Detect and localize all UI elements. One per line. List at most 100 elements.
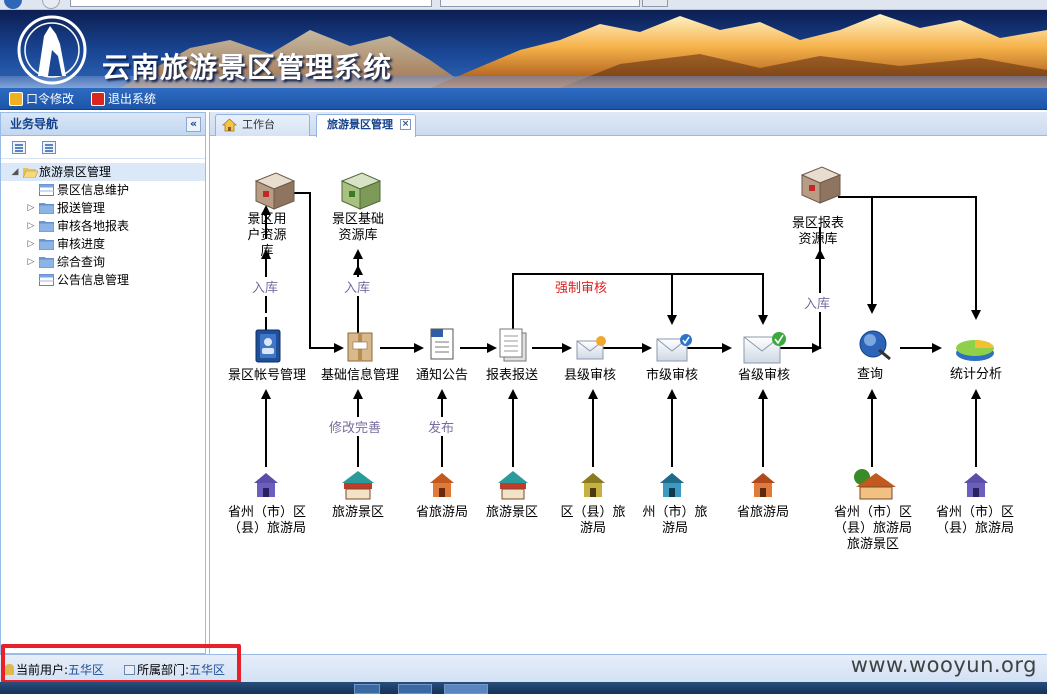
actor-bureau-1: 省州（市）区（县）旅游局 <box>227 505 306 536</box>
report-db-label: 景区报表资源库 <box>792 216 845 247</box>
actor-county-bureau: 区（县）旅游局 <box>560 505 626 536</box>
tab-label: 工作台 <box>242 118 275 131</box>
browser-forward-icon[interactable] <box>42 0 60 9</box>
base-db-label: 景区基础资源库 <box>332 212 385 243</box>
status-bar: 当前用户:五华区 所属部门:五华区 <box>0 644 1047 684</box>
package-icon <box>347 332 373 362</box>
step-report-submit[interactable]: 报表报送 <box>485 368 538 383</box>
report-stack-icon <box>499 328 527 362</box>
step-province-audit[interactable]: 省级审核 <box>737 368 790 383</box>
close-tab-icon[interactable]: × <box>400 119 411 130</box>
department-label: 所属部门: <box>137 663 190 677</box>
grid-page-icon <box>39 274 54 286</box>
department-value: 五华区 <box>189 663 226 677</box>
home-icon <box>222 118 237 132</box>
tab-scenic-management[interactable]: 旅游景区管理 × <box>316 114 416 137</box>
envelope-county-icon <box>576 336 606 360</box>
browser-back-icon[interactable] <box>4 0 22 9</box>
current-user-label: 当前用户: <box>16 663 69 677</box>
browser-tab[interactable] <box>440 0 640 7</box>
browser-new-tab[interactable] <box>642 0 668 7</box>
main-content: 工作台 旅游景区管理 × <box>209 112 1047 654</box>
taskbar-button-active[interactable] <box>444 684 488 694</box>
tab-workbench[interactable]: 工作台 <box>215 114 310 136</box>
edge-label-store-base: 入库 <box>344 277 371 296</box>
user-db-box-icon <box>254 172 296 210</box>
document-icon <box>430 328 454 360</box>
taskbar-button[interactable] <box>398 684 432 694</box>
user-db-label: 景区用户资源库 <box>247 212 287 259</box>
expanded-arrow-icon[interactable]: ◢ <box>11 167 19 177</box>
edge-label-publish: 发布 <box>428 417 455 436</box>
folder-icon <box>39 257 54 268</box>
step-city-audit[interactable]: 市级审核 <box>645 368 698 383</box>
sidebar: 业务导航 « ◢ 旅游景区管理 景区信息维护 ▷ 报送管理 ▷ 审核各地报表 ▷ <box>0 112 206 654</box>
actor-bureau-scenic: 省州（市）区（县）旅游局旅游景区 <box>833 505 912 552</box>
actor-scenic-1: 旅游景区 <box>331 505 384 520</box>
collapsed-arrow-icon[interactable]: ▷ <box>27 239 35 249</box>
tree-item-label: 旅游景区管理 <box>39 165 112 179</box>
header-banner: 云南旅游景区管理系统 <box>0 10 1047 88</box>
collapse-all-icon[interactable] <box>42 141 56 154</box>
taskbar-button[interactable] <box>354 684 380 694</box>
edge-label-store-report: 入库 <box>804 293 831 312</box>
step-county-audit[interactable]: 县级审核 <box>563 368 616 383</box>
expand-all-icon[interactable] <box>12 141 26 154</box>
actor-city-bureau: 州（市）旅游局 <box>642 505 708 536</box>
workflow-diagram: 景区用户资源库 景区基础资源库 景区报表资源库 入库 入库 入库 强制审核 修改… <box>210 137 1047 654</box>
menu-bar: 口令修改 退出系统 <box>0 88 1047 110</box>
edge-label-store-user: 入库 <box>252 277 279 296</box>
logout-button[interactable]: 退出系统 <box>91 91 156 107</box>
tab-label: 旅游景区管理 <box>327 118 393 131</box>
yunnan-emblem-icon <box>17 15 87 85</box>
tree-item-label: 景区信息维护 <box>57 183 130 197</box>
tab-bar: 工作台 旅游景区管理 × <box>210 112 1047 137</box>
workflow-canvas <box>254 166 994 500</box>
actor-province-1: 省旅游局 <box>415 505 468 520</box>
watermark: www.wooyun.org <box>850 653 1037 677</box>
envelope-province-icon <box>743 332 786 364</box>
tree-toolbar <box>1 136 205 159</box>
edge-label-refine: 修改完善 <box>329 417 382 436</box>
report-db-box-icon <box>800 166 842 204</box>
actor-scenic-2: 旅游景区 <box>485 505 538 520</box>
current-user-value: 五华区 <box>68 663 105 677</box>
folder-icon <box>39 221 54 232</box>
department: 所属部门:五华区 <box>124 663 225 677</box>
step-base-info-management[interactable]: 基础信息管理 <box>320 368 399 383</box>
tree-item-label: 审核各地报表 <box>57 219 130 233</box>
collapsed-arrow-icon[interactable]: ▷ <box>27 221 35 231</box>
folder-icon <box>39 203 54 214</box>
tree-item-scenic-management[interactable]: ◢ 旅游景区管理 <box>1 163 205 181</box>
actor-province-2: 省旅游局 <box>736 505 789 520</box>
actor-house-icons <box>254 469 988 500</box>
folder-open-icon <box>23 168 38 178</box>
step-query[interactable]: 查询 <box>856 367 883 382</box>
pie-chart-icon <box>956 340 994 361</box>
actor-bureau-2: 省州（市）区（县）旅游局 <box>935 505 1014 536</box>
key-icon <box>9 92 23 106</box>
collapse-sidebar-button[interactable]: « <box>186 117 201 132</box>
collapsed-arrow-icon[interactable]: ▷ <box>27 203 35 213</box>
envelope-city-icon <box>656 334 692 362</box>
browser-chrome-strip <box>0 0 1047 10</box>
collapsed-arrow-icon[interactable]: ▷ <box>27 257 35 267</box>
department-icon <box>124 665 135 675</box>
current-user: 当前用户:五华区 <box>5 663 104 677</box>
step-statistics[interactable]: 统计分析 <box>949 367 1002 382</box>
step-notice[interactable]: 通知公告 <box>415 368 468 383</box>
grid-page-icon <box>39 184 54 196</box>
folder-icon <box>39 239 54 250</box>
browser-address-bar[interactable] <box>70 0 432 7</box>
magnifier-globe-icon <box>859 330 891 361</box>
tree-item-label: 审核进度 <box>57 237 106 251</box>
step-account-management[interactable]: 景区帐号管理 <box>227 368 306 383</box>
sidebar-header: 业务导航 « <box>1 113 205 136</box>
highlight-box <box>1 644 241 684</box>
tree-item-label: 综合查询 <box>57 255 106 269</box>
app-title: 云南旅游景区管理系统 <box>102 51 393 84</box>
mountain-backdrop <box>0 14 1047 88</box>
change-password-button[interactable]: 口令修改 <box>9 91 74 107</box>
base-db-box-icon <box>340 172 382 210</box>
edge-label-force-audit: 强制审核 <box>555 277 608 296</box>
